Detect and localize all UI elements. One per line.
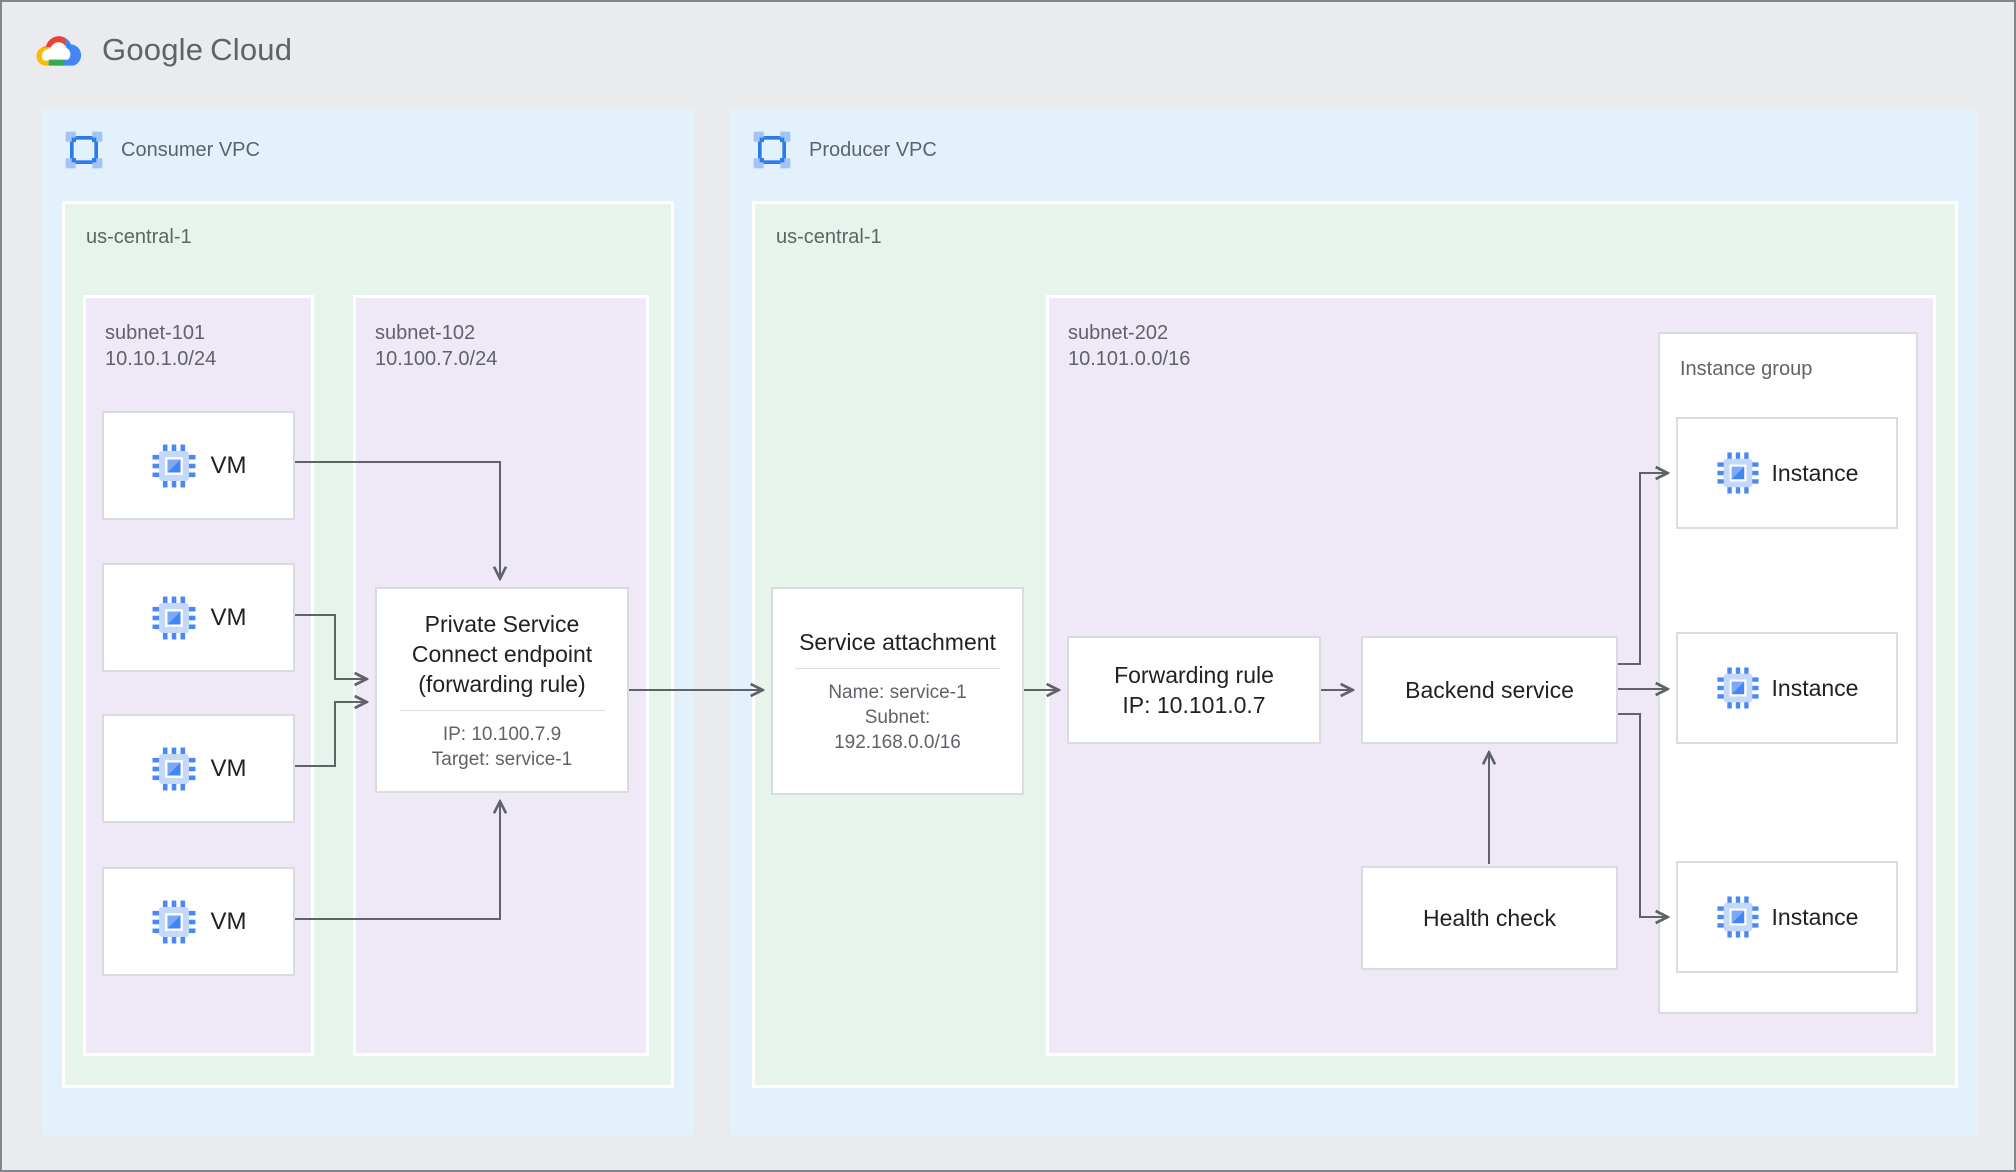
forwarding-rule-ip: IP: 10.101.0.7 [1122, 692, 1266, 718]
subnet-102-name: subnet-102 [375, 322, 476, 344]
subnet-102-label: subnet-102 10.100.7.0/24 [375, 320, 497, 372]
vm-node-3: VM [102, 714, 295, 823]
node-divider [795, 668, 1000, 669]
producer-vpc-label: Producer VPC [809, 138, 937, 161]
subnet-202-cidr: 10.101.0.0/16 [1068, 348, 1191, 370]
backend-service-node: Backend service [1361, 636, 1618, 744]
psc-endpoint-node: Private Service Connect endpoint (forwar… [375, 587, 629, 793]
vpc-icon [752, 130, 792, 170]
subnet-101-name: subnet-101 [105, 322, 206, 344]
producer-vpc-header: Producer VPC [752, 130, 937, 170]
instance-node-2: Instance [1676, 632, 1898, 744]
vpc-icon [64, 130, 104, 170]
consumer-region-label: us-central-1 [86, 226, 192, 248]
vm-label: VM [210, 754, 247, 782]
vm-node-4: VM [102, 867, 295, 976]
health-check-node: Health check [1361, 866, 1618, 970]
compute-chip-icon [152, 444, 195, 487]
compute-chip-icon [1716, 667, 1759, 709]
google-cloud-icon [32, 28, 88, 72]
vm-label: VM [210, 907, 247, 935]
vm-node-2: VM [102, 563, 295, 672]
vm-label: VM [210, 451, 247, 479]
forwarding-rule-node: Forwarding rule IP: 10.101.0.7 [1067, 636, 1321, 744]
service-attachment-subnet-cidr: 192.168.0.0/16 [834, 732, 961, 753]
service-attachment-name: Name: service-1 [828, 682, 967, 703]
subnet-202-label: subnet-202 10.101.0.0/16 [1068, 320, 1190, 372]
producer-region-label: us-central-1 [776, 226, 882, 248]
compute-chip-icon [152, 900, 195, 943]
psc-endpoint-target: Target: service-1 [431, 748, 573, 770]
subnet-101-label: subnet-101 10.10.1.0/24 [105, 320, 216, 372]
compute-chip-icon [1716, 896, 1759, 938]
subnet-101-cidr: 10.10.1.0/24 [105, 348, 217, 370]
compute-chip-icon [152, 596, 195, 639]
subnet-102-cidr: 10.100.7.0/24 [375, 348, 498, 370]
service-attachment-node: Service attachment Name: service-1 Subne… [771, 587, 1024, 795]
service-attachment-title: Service attachment [799, 629, 996, 655]
service-attachment-subnet-label: Subnet: [864, 707, 931, 728]
instance-node-3: Instance [1676, 861, 1898, 973]
instance-label: Instance [1771, 903, 1859, 930]
consumer-vpc-header: Consumer VPC [64, 130, 260, 170]
vm-label: VM [210, 603, 247, 631]
backend-service-title: Backend service [1405, 677, 1574, 703]
instance-label: Instance [1771, 459, 1859, 486]
health-check-title: Health check [1423, 905, 1556, 931]
compute-chip-icon [152, 747, 195, 790]
compute-chip-icon [1716, 452, 1759, 494]
vm-node-1: VM [102, 411, 295, 520]
forwarding-rule-title: Forwarding rule [1114, 662, 1274, 688]
instance-node-1: Instance [1676, 417, 1898, 529]
logo-text-cloud: Cloud [210, 32, 293, 67]
consumer-vpc-label: Consumer VPC [121, 138, 260, 161]
psc-endpoint-title: Private Service Connect endpoint (forwar… [411, 610, 593, 697]
instance-group-label: Instance group [1680, 358, 1813, 380]
psc-endpoint-ip: IP: 10.100.7.9 [442, 723, 562, 745]
node-divider [399, 709, 605, 711]
logo-text-google: Google [102, 32, 204, 67]
subnet-202-name: subnet-202 [1068, 322, 1169, 344]
instance-label: Instance [1771, 674, 1859, 701]
